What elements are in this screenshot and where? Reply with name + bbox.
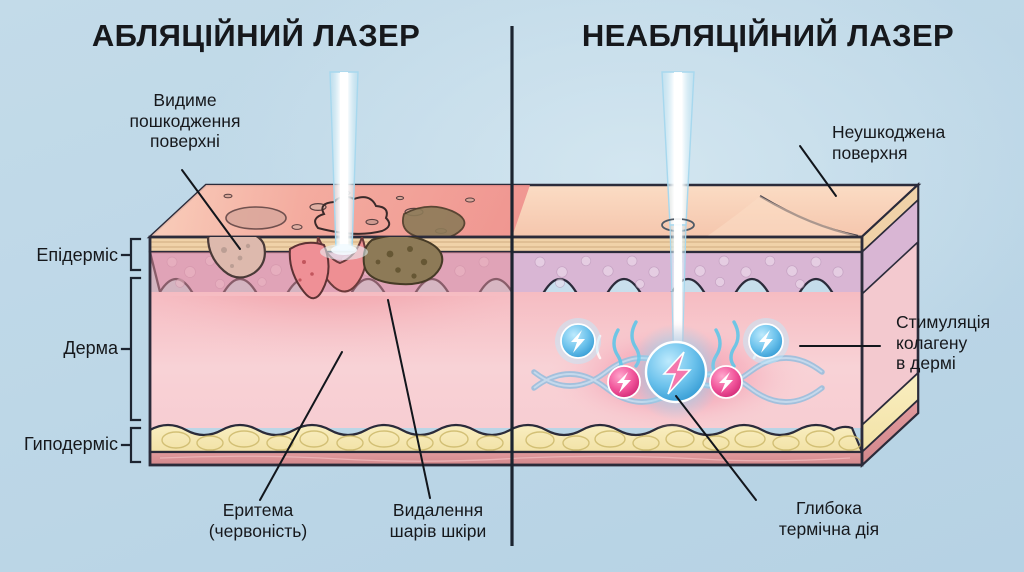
title-ablative-laser: АБЛЯЦІЙНИЙ ЛАЗЕР [91, 18, 421, 53]
energy-node-group [555, 318, 789, 420]
callout-leader-lines [181, 145, 881, 501]
layer-label-hypodermis: Гиподерміс [23, 434, 118, 454]
ablative-laser-beam [320, 71, 368, 260]
layer-label-dermis: Дерма [63, 338, 118, 358]
callout-collagen-stimulation: Стимуляція колагену в дермі [896, 312, 991, 374]
leader-erythema [259, 351, 343, 501]
layer-label-epidermis: Епідерміс [36, 245, 118, 265]
callout-deep-thermal-effect: Глибока термічна дія [778, 498, 880, 539]
callout-skin-layer-removal: Видалення шарів шкіри [389, 500, 487, 541]
callout-visible-surface-damage: Видиме пошкодження поверхні [129, 90, 241, 152]
skin-top-surface [146, 183, 922, 239]
title-nonablative-laser: НЕАБЛЯЦІЙНИЙ ЛАЗЕР [581, 18, 955, 53]
callout-erythema: Еритема (червоність) [208, 500, 308, 541]
leader-removal [387, 299, 431, 499]
leader-visible-damage [181, 169, 241, 250]
ablative-damage-group [206, 237, 444, 300]
layer-brackets [120, 237, 142, 464]
callout-intact-surface: Неушкоджена поверхня [832, 122, 946, 163]
leader-intact-surface [799, 145, 837, 197]
leader-deep-thermal [675, 395, 757, 501]
